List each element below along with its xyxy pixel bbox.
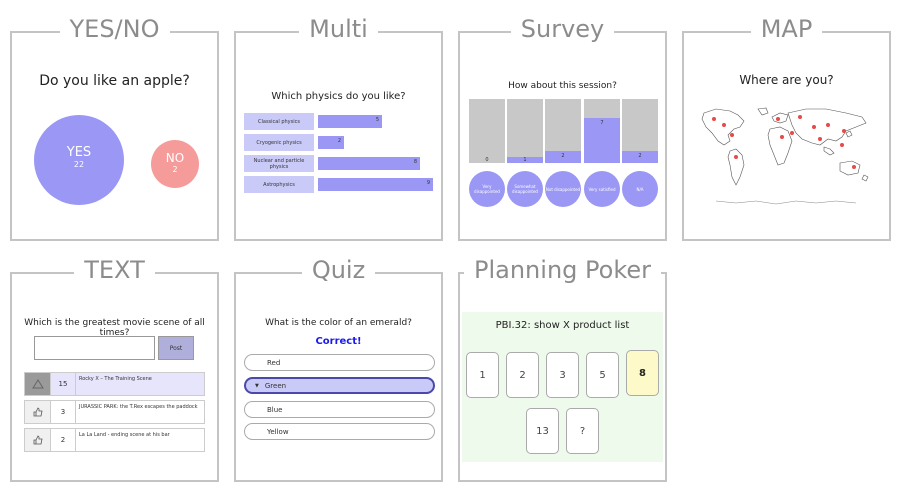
poker-card[interactable]: 13 — [526, 408, 559, 454]
post-button[interactable]: Post — [158, 336, 194, 360]
option-value: 9 — [426, 180, 430, 186]
quiz-option[interactable]: Blue — [244, 401, 435, 418]
triangle-icon — [31, 379, 44, 389]
survey-bar: 0 — [469, 99, 505, 163]
like-count: 2 — [51, 429, 76, 451]
survey-count: 2 — [638, 153, 642, 159]
card-title: MAP — [750, 15, 823, 43]
quiz-card: Quiz What is the color of an emerald? Co… — [234, 256, 443, 482]
survey-bar: 2 — [545, 99, 581, 163]
option-value: 2 — [337, 138, 341, 144]
list-item: 3 JURASSIC PARK: the T.Rex escapes the p… — [24, 400, 205, 424]
answer-input[interactable] — [34, 336, 155, 360]
yes-button[interactable]: YES 22 — [34, 115, 124, 205]
survey-count: 7 — [600, 120, 604, 126]
quiz-result: Correct! — [315, 336, 362, 347]
option-value: 5 — [375, 117, 379, 123]
question-text: Which physics do you like? — [271, 91, 406, 102]
question-text: What is the color of an emerald? — [265, 318, 412, 328]
yes-count: 22 — [73, 160, 85, 169]
quiz-option[interactable]: Red — [244, 354, 435, 371]
entry-text: Rocky X – The Training Scene — [79, 376, 152, 382]
option-bar: 9 — [318, 178, 433, 191]
like-button[interactable] — [25, 401, 51, 423]
yes-label: YES — [66, 145, 92, 160]
map-card: MAP Where are you? — [682, 15, 891, 241]
question-text: Do you like an apple? — [39, 73, 190, 89]
no-button[interactable]: NO 2 — [151, 140, 199, 188]
option-label: Astrophysics — [244, 176, 314, 193]
survey-count: 1 — [523, 157, 527, 163]
option-label: Cryogenic physics — [244, 134, 314, 151]
like-button[interactable] — [25, 429, 51, 451]
card-title: YES/NO — [59, 15, 170, 43]
poker-card[interactable]: ? — [566, 408, 599, 454]
survey-bar-fill — [507, 157, 543, 163]
yesno-card: YES/NO Do you like an apple? YES 22 NO 2 — [10, 15, 219, 241]
question-text: Which is the greatest movie scene of all… — [24, 318, 205, 338]
triangle-right-icon: ▼ — [255, 382, 259, 389]
option-label: Nuclear and particle physics — [244, 155, 314, 172]
option-bar: 2 — [318, 136, 344, 149]
poker-card[interactable]: 3 — [546, 352, 579, 398]
planning-poker-card: Planning Poker PBI.32: show X product li… — [458, 256, 667, 482]
poker-card[interactable]: 2 — [506, 352, 539, 398]
list-item: 15 Rocky X – The Training Scene — [24, 372, 205, 396]
poker-card[interactable]: 5 — [586, 352, 619, 398]
survey-count: 0 — [485, 157, 489, 163]
survey-count: 2 — [561, 153, 565, 159]
quiz-option[interactable]: Yellow — [244, 423, 435, 440]
no-count: 2 — [172, 165, 178, 174]
survey-option-button[interactable]: Somewhat disappointed — [507, 171, 543, 207]
text-card: TEXT Which is the greatest movie scene o… — [10, 256, 219, 482]
option-value: 8 — [413, 159, 417, 165]
no-label: NO — [165, 151, 185, 165]
card-title: TEXT — [74, 256, 155, 284]
world-map[interactable] — [696, 105, 877, 213]
quiz-option-selected[interactable]: ▼ Green — [244, 377, 435, 394]
card-title: Planning Poker — [464, 256, 661, 284]
poker-card-selected[interactable]: 8 — [626, 350, 659, 396]
option-bar: 5 — [318, 115, 382, 128]
like-count: 3 — [51, 401, 76, 423]
option-bar: 8 — [318, 157, 420, 170]
option-label: Green — [264, 381, 287, 390]
survey-option-button[interactable]: N/A — [622, 171, 658, 207]
entry-text: La La Land - ending scene at his bar — [79, 432, 170, 438]
survey-bar-fill — [622, 151, 658, 163]
survey-option-button[interactable]: Very satisfied — [584, 171, 620, 207]
thumbs-up-icon — [33, 407, 42, 417]
survey-bar: 1 — [507, 99, 543, 163]
entry-text: JURASSIC PARK: the T.Rex escapes the pad… — [79, 404, 198, 410]
item-title: PBI.32: show X product list — [495, 320, 630, 331]
survey-card: Survey How about this session? 0 1 2 7 2… — [458, 15, 667, 241]
question-text: How about this session? — [508, 81, 617, 91]
poker-card[interactable]: 1 — [466, 352, 499, 398]
survey-bar: 2 — [622, 99, 658, 163]
survey-bar: 7 — [584, 99, 620, 163]
card-title: Quiz — [301, 256, 376, 284]
card-title: Survey — [510, 15, 615, 43]
like-button[interactable] — [25, 373, 51, 395]
survey-option-button[interactable]: Not disappointed — [545, 171, 581, 207]
option-label: Classical physics — [244, 113, 314, 130]
survey-option-button[interactable]: Very disappointed — [469, 171, 505, 207]
survey-bar-fill — [584, 118, 620, 163]
list-item: 2 La La Land - ending scene at his bar — [24, 428, 205, 452]
survey-bar-fill — [545, 151, 581, 163]
multi-card: Multi Which physics do you like? Classic… — [234, 15, 443, 241]
like-count: 15 — [51, 373, 76, 395]
thumbs-up-icon — [33, 435, 42, 445]
question-text: Where are you? — [739, 73, 834, 87]
card-title: Multi — [299, 15, 378, 43]
